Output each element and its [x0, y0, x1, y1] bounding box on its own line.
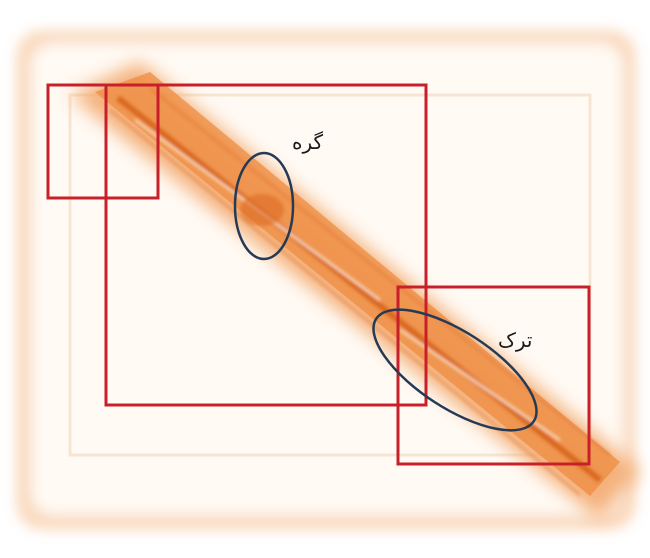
knot-mark	[240, 194, 284, 226]
knot-label: گره	[292, 130, 323, 154]
crack-label: ترک	[498, 328, 533, 352]
